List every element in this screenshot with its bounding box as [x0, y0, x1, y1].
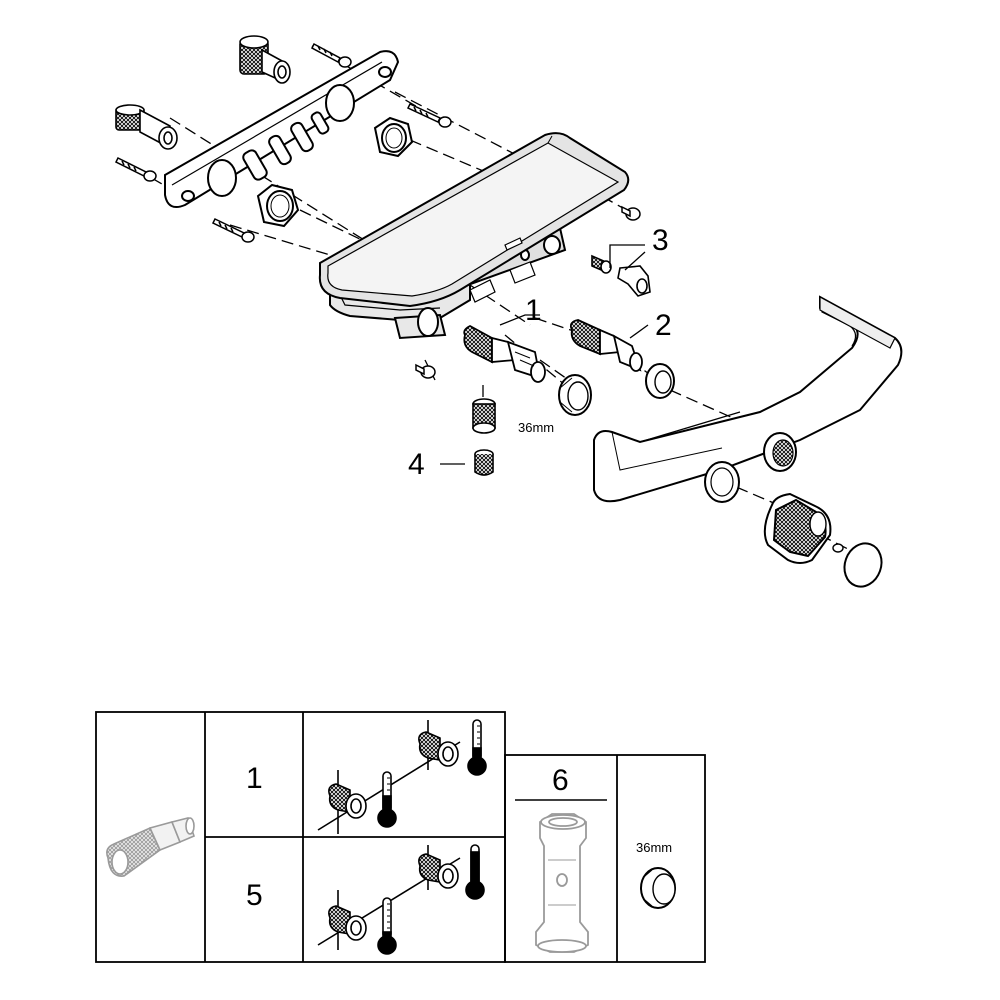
socket-wrench-tool: [535, 813, 589, 953]
callout-2: 2: [655, 309, 672, 342]
part-3-non-return-valve: [591, 254, 651, 297]
temperature-handle: [763, 492, 832, 564]
callout-3: 3: [652, 224, 669, 257]
wall-screw-left: [114, 156, 157, 182]
shelf-cover: [593, 295, 903, 503]
cartridge-thumbnail: [106, 817, 195, 877]
part-4-flow-limiter: [472, 398, 496, 476]
part-2-control-cartridge: [569, 319, 643, 372]
table-row-5-number: 5: [246, 879, 263, 912]
wall-screw-right: [406, 103, 452, 128]
thermometer-cold-icon: [377, 897, 397, 955]
escutcheon-nut-upper: [373, 116, 414, 158]
o-ring: [843, 542, 883, 588]
callout-1: 1: [525, 294, 542, 327]
retaining-nut-36mm: [558, 374, 592, 416]
callout-leaders: [440, 244, 649, 465]
callout-4: 4: [408, 448, 425, 481]
escutcheon-nut-lower: [256, 183, 300, 228]
wall-screw-top: [311, 42, 352, 68]
nut-size-label: 36mm: [518, 420, 554, 435]
table-nut-size-label: 36mm: [636, 840, 672, 855]
cover-screw-right: [621, 205, 641, 221]
tool-number: 6: [552, 764, 569, 797]
s-union-left: [115, 104, 178, 150]
part-1-thermostatic-cartridge: [463, 324, 546, 383]
thermometer-cold-icon: [377, 771, 397, 828]
table-row-1-number: 1: [246, 762, 263, 795]
thermometer-hot-icon: [467, 719, 487, 776]
thermostat-body: [318, 132, 630, 340]
wall-bracket: [164, 50, 400, 208]
cap-screw: [832, 543, 844, 553]
row-1-connectors: [317, 720, 461, 834]
retaining-nut-part-2: [645, 363, 675, 399]
spare-parts-table: [95, 711, 706, 963]
wall-screw-bottom: [211, 218, 255, 243]
cover-screw-left: [415, 363, 436, 379]
thermometer-hot-icon: [465, 844, 485, 900]
table-nut-36mm: [640, 867, 676, 909]
s-union-top: [239, 35, 291, 84]
